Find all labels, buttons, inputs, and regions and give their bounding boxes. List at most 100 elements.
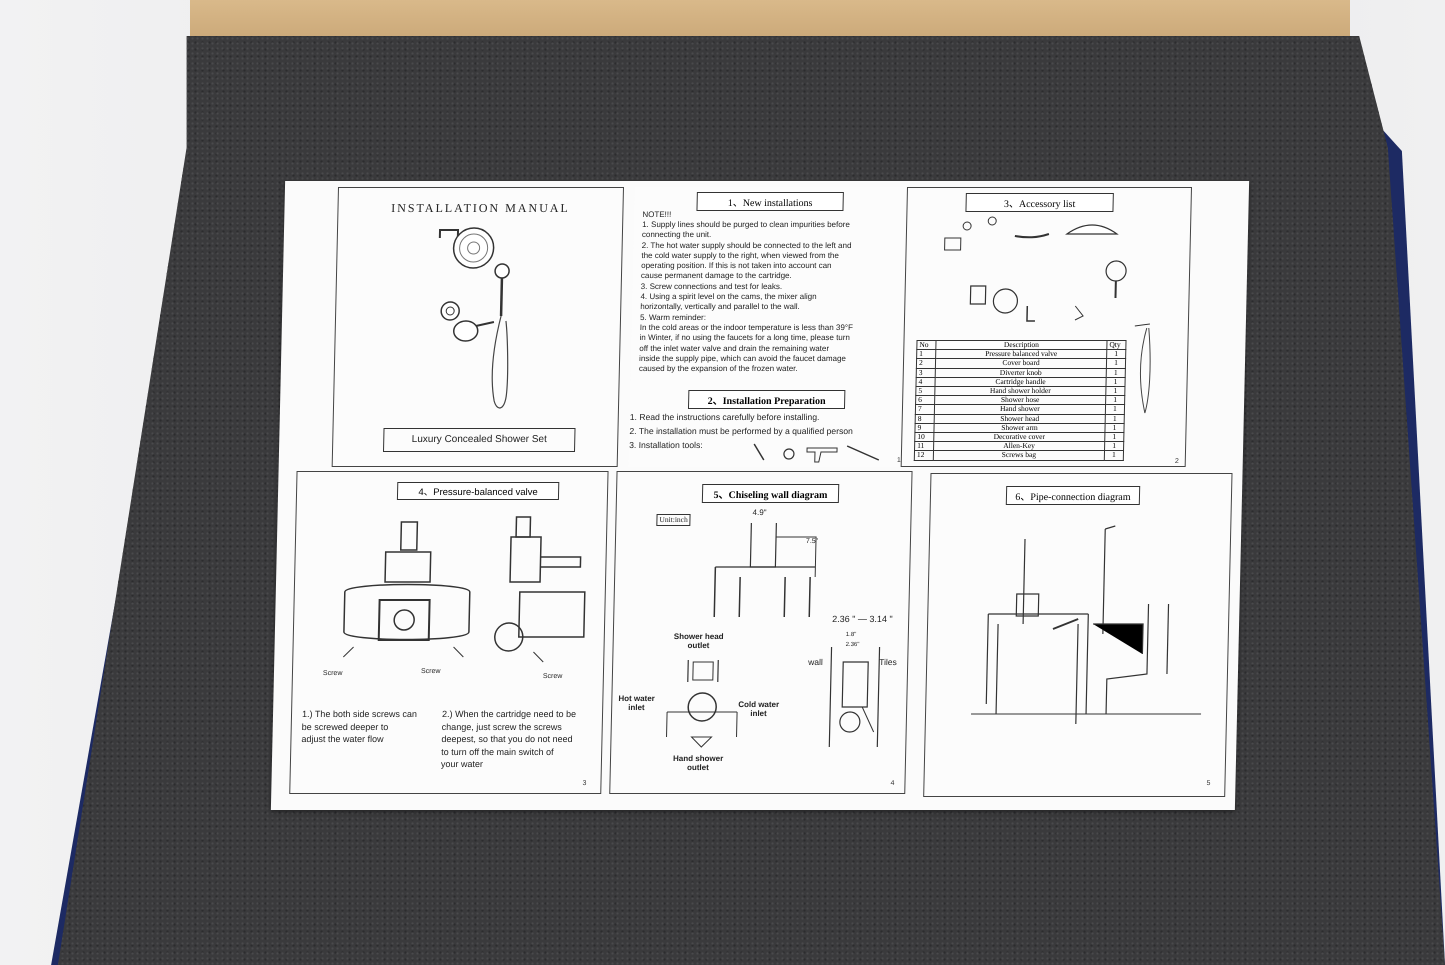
panel-pressure-valve: 4、Pressure-balanced valve Screw Screw Sc… bbox=[289, 471, 609, 794]
note2-line: 2.) When the cartridge need to be bbox=[441, 709, 577, 719]
page-number-2: 2 bbox=[1174, 458, 1179, 465]
note1-line: 1.) The both side screws can bbox=[301, 709, 418, 719]
panel-cover: INSTALLATION MANUAL Luxury Concealed Sho… bbox=[331, 187, 625, 467]
section1-line: inside the supply pipe, which can avoid … bbox=[639, 353, 847, 363]
label-line: outlet bbox=[686, 763, 709, 772]
section3-title: 3、Accessory list bbox=[965, 193, 1114, 212]
dim-1-8: 1.8" bbox=[845, 632, 857, 638]
page-number-5: 5 bbox=[1206, 780, 1211, 787]
dim-4-9: 4.9" bbox=[752, 508, 767, 517]
section1-line: 2. The hot water supply should be connec… bbox=[641, 240, 852, 250]
section5-title: 5、Chiseling wall diagram bbox=[701, 484, 840, 503]
hot-water-inlet-label: Hot water inlet bbox=[618, 694, 655, 712]
label-line: inlet bbox=[628, 703, 645, 712]
row-qty: 1 bbox=[1105, 414, 1125, 424]
label-line: inlet bbox=[750, 709, 767, 718]
label-line: Cold water bbox=[738, 700, 780, 709]
section1-line: 5. Warm reminder: bbox=[639, 312, 707, 322]
section1-line: connecting the unit. bbox=[641, 230, 712, 240]
product-name-box: Luxury Concealed Shower Set bbox=[382, 428, 576, 452]
section2-line: 1. Read the instructions carefully befor… bbox=[629, 412, 820, 422]
screw-label-2: Screw bbox=[420, 668, 441, 675]
note2-line: your water bbox=[440, 759, 484, 769]
row-no: 3 bbox=[916, 368, 936, 378]
section1-line: cause permanent damage to the cartridge. bbox=[640, 271, 792, 281]
row-qty: 1 bbox=[1105, 404, 1125, 415]
shower-hose-icon bbox=[1140, 328, 1151, 414]
manual-title: INSTALLATION MANUAL bbox=[391, 201, 571, 215]
note2-line: to turn off the main switch of bbox=[441, 746, 554, 757]
panel-pipe-connection: 6、Pipe-connection diagram 5 bbox=[923, 473, 1233, 797]
panel-accessory-list: 3、Accessory list No bbox=[900, 187, 1193, 467]
row-qty: 1 bbox=[1106, 358, 1126, 369]
label-line: Hand shower bbox=[672, 754, 724, 763]
screw-label-3: Screw bbox=[542, 673, 563, 680]
label-line: outlet bbox=[687, 641, 710, 650]
unit-label: Unit:inch bbox=[656, 514, 691, 527]
section4-note1: 1.) The both side screws can be screwed … bbox=[301, 708, 417, 746]
row-description: Cover board bbox=[935, 358, 1107, 369]
label-line: Shower head bbox=[673, 632, 724, 641]
section1-line: In the cold areas or the indoor temperat… bbox=[639, 322, 854, 332]
instruction-sheet: INSTALLATION MANUAL Luxury Concealed Sho… bbox=[270, 181, 1250, 810]
section1-line: the cold water supply to the right, when… bbox=[641, 250, 839, 260]
section6-title: 6、Pipe-connection diagram bbox=[1005, 486, 1141, 505]
row-description: Shower head bbox=[934, 414, 1106, 424]
row-description: Screws bag bbox=[933, 450, 1105, 461]
section1-line: 3. Screw connections and test for leaks. bbox=[640, 281, 783, 291]
section1-line: operating position. If this is not taken… bbox=[641, 261, 832, 271]
row-no: 12 bbox=[914, 450, 934, 461]
cold-water-inlet-label: Cold water inlet bbox=[738, 700, 779, 718]
section4-note2: 2.) When the cartridge need to be change… bbox=[441, 708, 577, 771]
section1-line: 4. Using a spirit level on the cams, the… bbox=[640, 292, 817, 302]
note2-line: deepest, so that you do not need bbox=[441, 734, 573, 744]
section1-line: caused by the expansion of the frozen wa… bbox=[638, 364, 798, 374]
wall-label: wall bbox=[808, 657, 823, 667]
shower-set-illustration bbox=[438, 227, 510, 409]
section2-line: 2. The installation must be performed by… bbox=[629, 426, 853, 436]
page-number-3: 3 bbox=[582, 780, 587, 787]
section1-note: NOTE!!! bbox=[642, 210, 672, 219]
valve-connection-diagram bbox=[666, 660, 738, 748]
row-no: 7 bbox=[915, 404, 935, 415]
row-no: 8 bbox=[915, 414, 935, 424]
panel-chiseling-wall: 5、Chiseling wall diagram Unit:inch 4.9" … bbox=[609, 471, 913, 794]
section1-line: in Winter, if no using the faucets for a… bbox=[639, 333, 851, 343]
panel-new-installations: 1、New installations NOTE!!! 1. Supply li… bbox=[628, 187, 914, 467]
page-number-4: 4 bbox=[890, 780, 895, 787]
section1-line: 1. Supply lines should be purged to clea… bbox=[642, 220, 850, 229]
section1-list: 1. Supply lines should be purged to clea… bbox=[639, 220, 856, 374]
dim-range: 2.36 " — 3.14 " bbox=[832, 614, 893, 624]
product-name: Luxury Concealed Shower Set bbox=[411, 434, 547, 445]
accessory-illustration bbox=[944, 216, 1150, 327]
note1-line: be screwed deeper to bbox=[301, 721, 389, 732]
note2-line: change, just screw the screws bbox=[441, 721, 562, 732]
screw-label-1: Screw bbox=[322, 670, 343, 677]
section4-title: 4、Pressure-balanced valve bbox=[396, 482, 560, 500]
row-no: 2 bbox=[916, 358, 936, 369]
valve-illustration bbox=[342, 516, 586, 663]
row-qty: 1 bbox=[1104, 450, 1124, 461]
wall-section-diagram bbox=[828, 647, 881, 747]
section1-title: 1、New installations bbox=[696, 192, 844, 211]
row-qty: 1 bbox=[1106, 368, 1126, 378]
pipe-connection-illustration bbox=[971, 525, 1202, 724]
section1-line: off the inlet water valve and drain the … bbox=[639, 343, 830, 353]
label-line: Hot water bbox=[618, 694, 655, 703]
row-description: Hand shower bbox=[934, 404, 1106, 415]
section2-title: 2、Installation Preparation bbox=[687, 390, 846, 409]
note1-line: adjust the water flow bbox=[301, 734, 384, 744]
wall-chisel-diagram bbox=[713, 523, 817, 617]
tools-illustration bbox=[753, 443, 880, 463]
section1-line: horizontally, vertically and parallel to… bbox=[640, 302, 800, 312]
shower-head-outlet-label: Shower head outlet bbox=[673, 632, 724, 650]
row-description: Diverter knob bbox=[935, 368, 1107, 378]
hand-shower-outlet-label: Hand shower outlet bbox=[672, 754, 724, 772]
